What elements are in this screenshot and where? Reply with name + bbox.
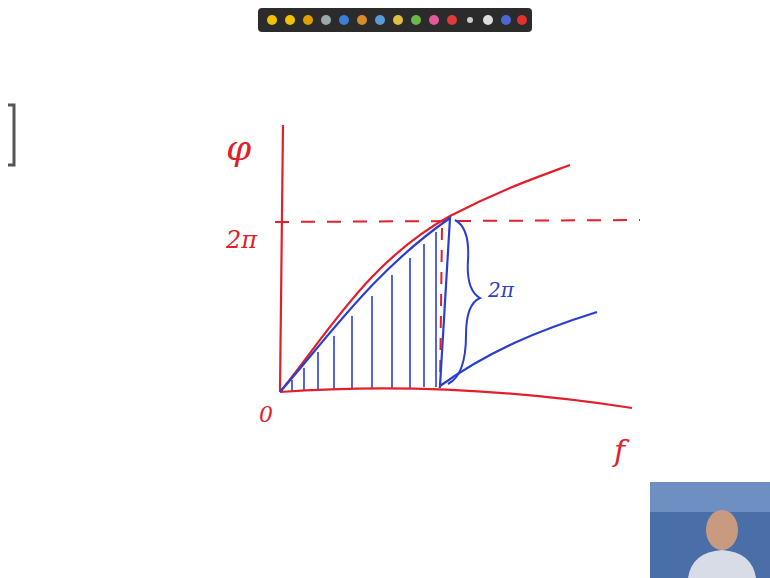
tick-label: 2π bbox=[226, 228, 257, 252]
axes bbox=[280, 125, 632, 408]
presenter-video bbox=[650, 482, 770, 578]
brace-label: 2π bbox=[488, 280, 514, 300]
true-phase-curve bbox=[280, 165, 570, 392]
axis-label: φ bbox=[226, 130, 251, 166]
edge-mark bbox=[8, 105, 14, 165]
origin-label: 0 bbox=[259, 404, 273, 426]
hatching bbox=[292, 232, 436, 391]
axis-label: f bbox=[614, 436, 625, 466]
brace bbox=[448, 220, 480, 384]
wrapped-phase-curve bbox=[280, 218, 597, 392]
toolbar bbox=[258, 8, 532, 32]
